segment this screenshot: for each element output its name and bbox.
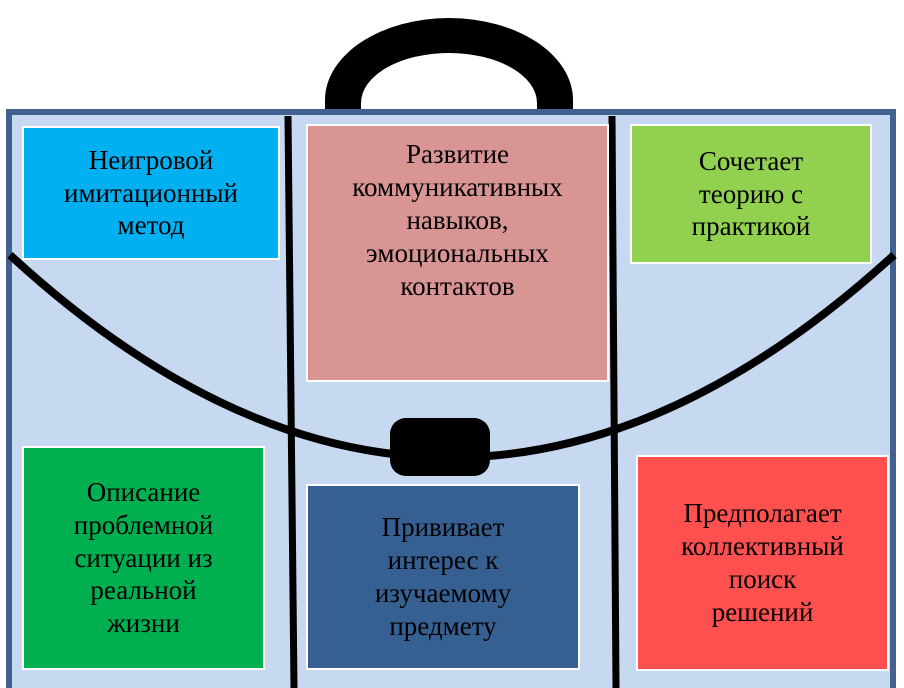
briefcase-handle	[325, 18, 573, 118]
card-collective-search-text: Предполагает коллективный поиск решений	[681, 498, 844, 627]
card-non-game-method: Неигровой имитационный метод	[22, 126, 280, 260]
card-collective-search: Предполагает коллективный поиск решений	[636, 455, 889, 671]
right-vertical-strap	[608, 115, 620, 688]
briefcase-clasp	[390, 418, 490, 476]
card-problem-description-text: Описание проблемной ситуации из реальной…	[73, 476, 214, 639]
card-non-game-method-text: Неигровой имитационный метод	[64, 144, 238, 241]
card-theory-practice: Сочетает теорию с практикой	[630, 124, 872, 264]
card-communication-skills: Развитие коммуникативных навыков, эмоцио…	[306, 124, 609, 382]
card-theory-practice-text: Сочетает теорию с практикой	[691, 145, 811, 242]
card-problem-description: Описание проблемной ситуации из реальной…	[22, 446, 265, 670]
card-subject-interest-text: Прививает интерес к изучаемому предмету	[374, 512, 512, 641]
card-subject-interest: Прививает интерес к изучаемому предмету	[306, 484, 580, 670]
card-communication-skills-text: Развитие коммуникативных навыков, эмоцио…	[352, 139, 563, 301]
left-vertical-strap	[284, 115, 298, 688]
